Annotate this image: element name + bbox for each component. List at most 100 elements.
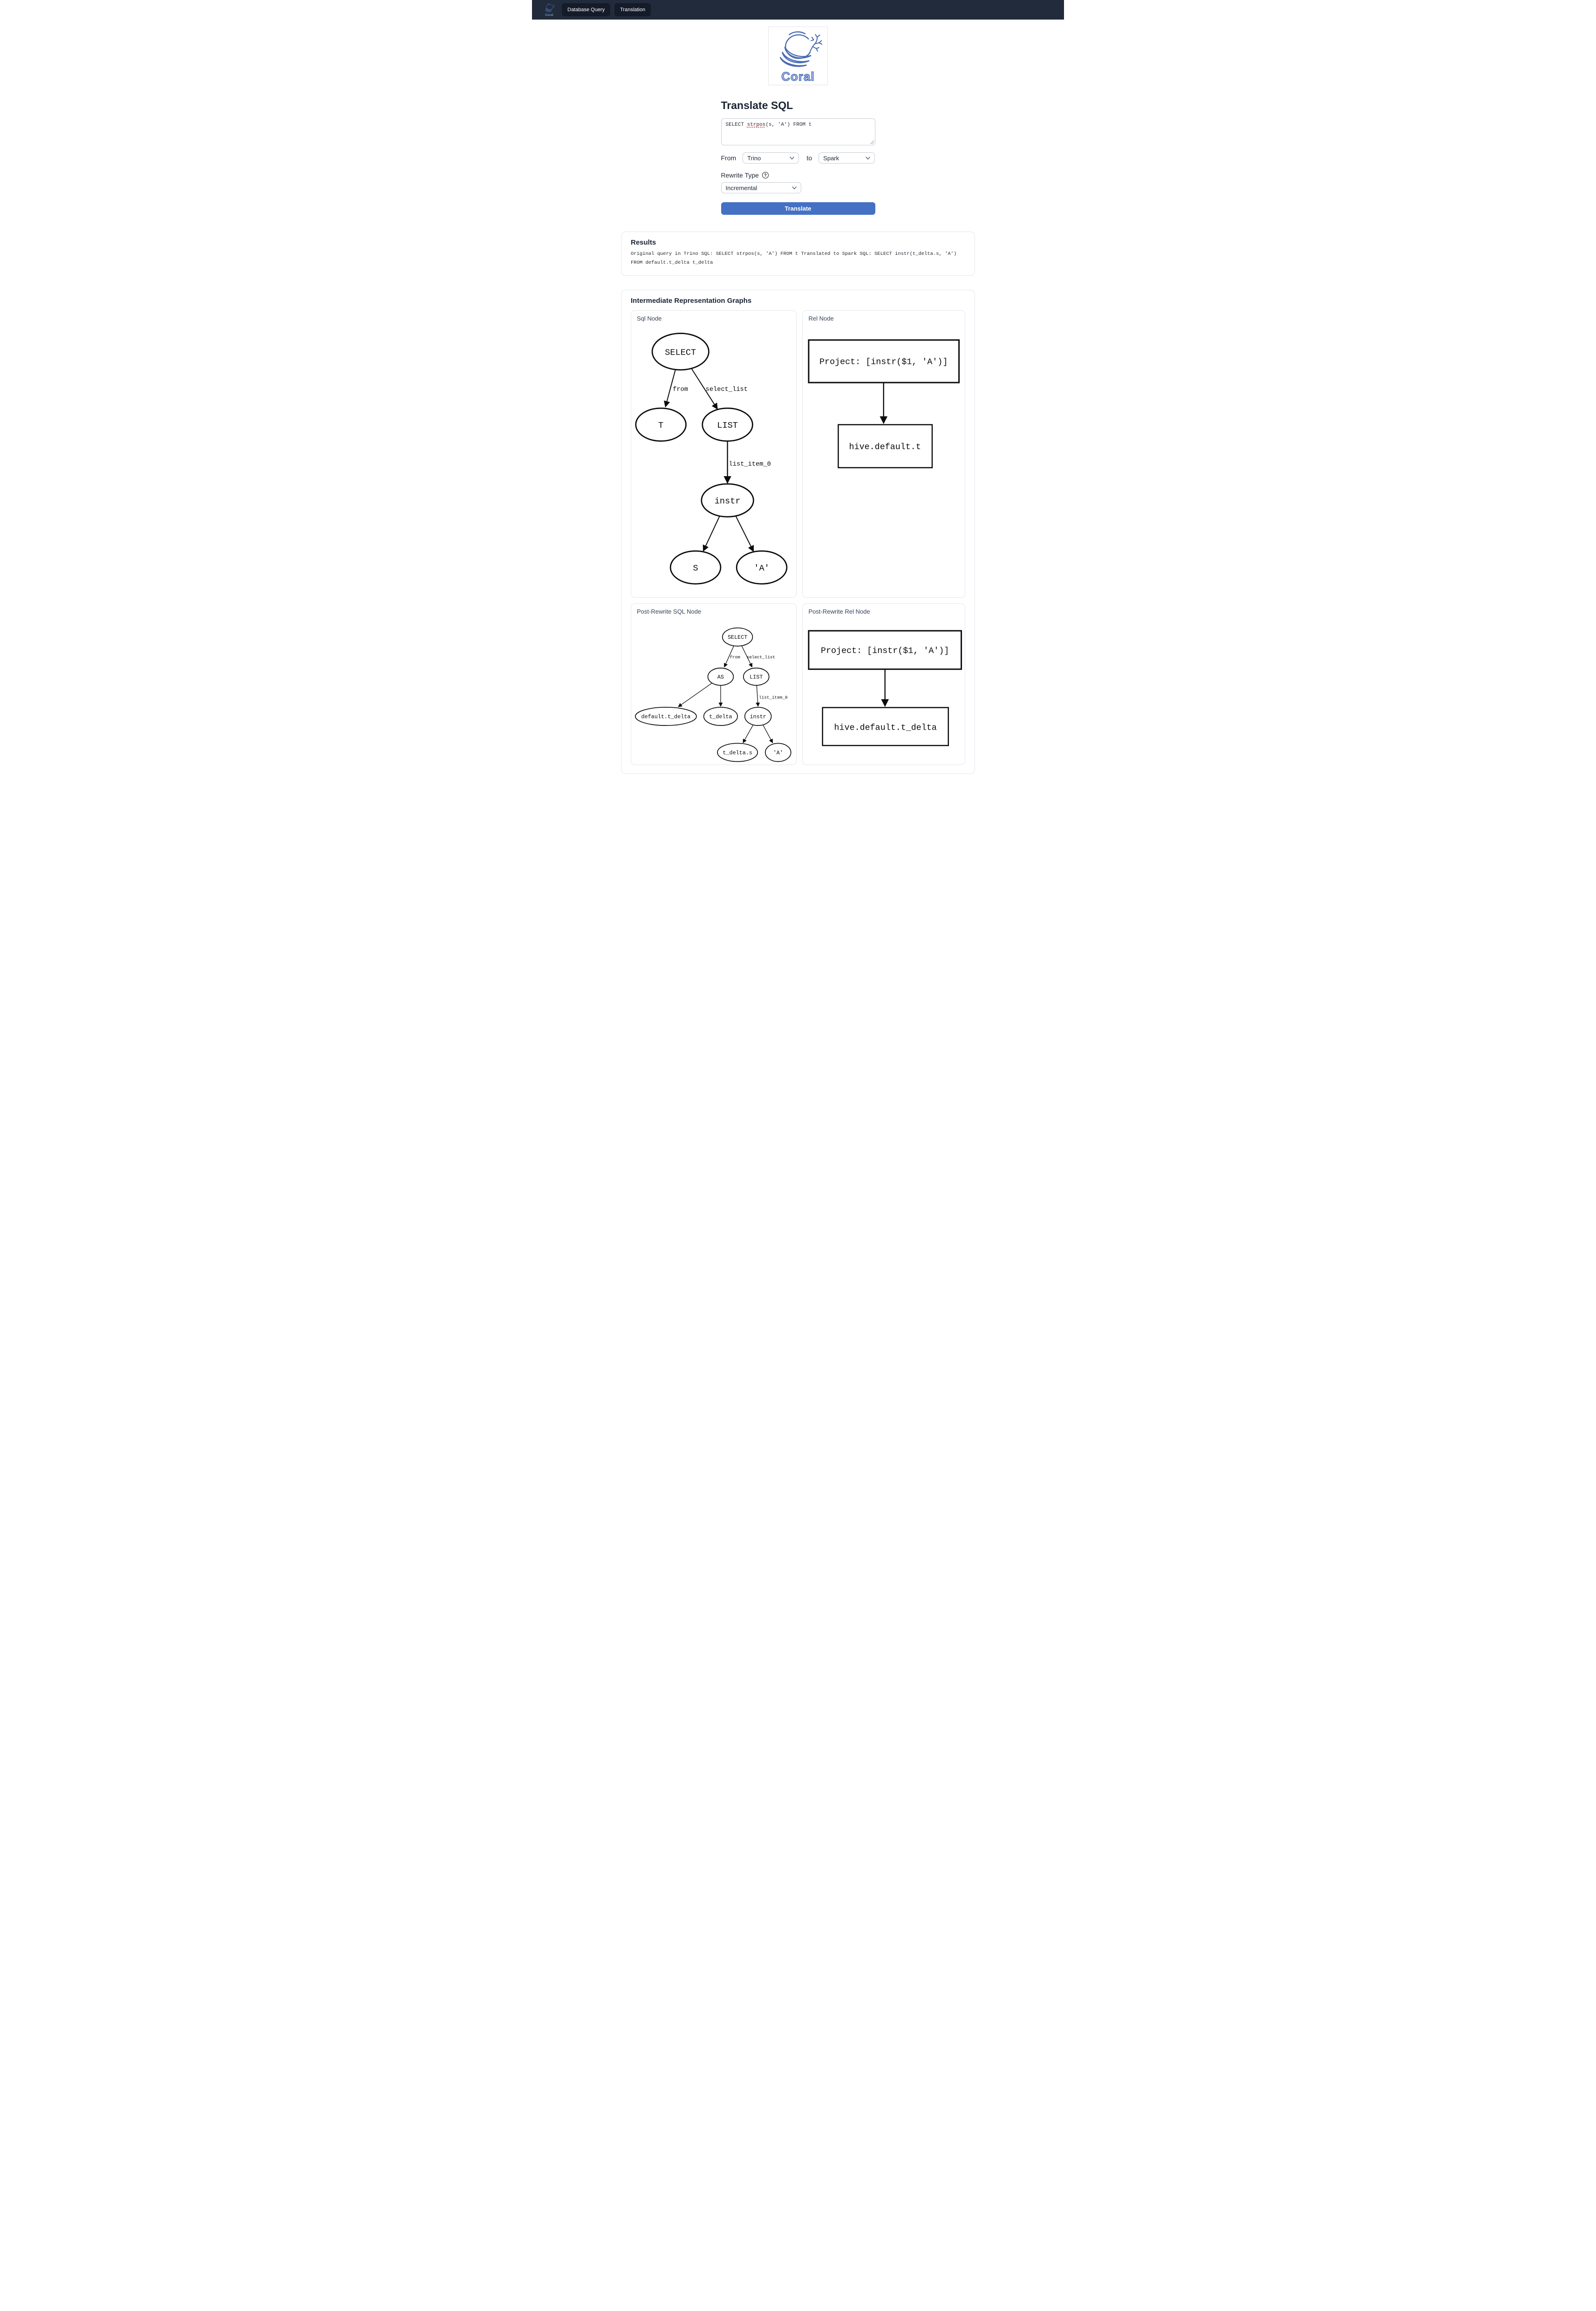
graph-node-label: AS xyxy=(717,674,724,680)
post-rewrite-rel-node-graph: Project: [instr($1, 'A')] hive.default.t… xyxy=(808,630,962,746)
post-rewrite-sql-node-graph: SELECT from select_list AS LIST list_ite… xyxy=(634,627,791,762)
graph-node-s xyxy=(669,550,722,585)
post-rewrite-rel-node-title: Post-Rewrite Rel Node xyxy=(808,608,870,615)
ir-panel-grid: Sql Node SELECT from select_list T xyxy=(631,310,965,765)
graph-edge-label: from xyxy=(730,655,741,660)
from-dialect-select[interactable]: Trino xyxy=(743,152,799,164)
from-dialect-value: Trino xyxy=(747,154,761,162)
graph-node-instr xyxy=(701,483,754,518)
graph-node-list xyxy=(743,667,770,686)
graph-node-label: LIST xyxy=(717,421,738,431)
graph-node-label: hive.default.t_delta xyxy=(834,723,937,732)
graph-edge xyxy=(664,369,676,408)
bottom-spacer xyxy=(532,774,1064,783)
graph-edge-label: list_item_0 xyxy=(729,461,771,468)
coral-logo-icon xyxy=(771,29,825,69)
graph-edge xyxy=(735,515,754,552)
page: Coral Database Query Translation Coral T… xyxy=(532,0,1064,783)
graph-node-table xyxy=(838,424,933,468)
ir-graphs-title: Intermediate Representation Graphs xyxy=(631,296,752,305)
from-label: From xyxy=(721,154,737,162)
graph-edge xyxy=(763,725,773,743)
sql-text-misspelled: strpos xyxy=(747,122,766,128)
chevron-down-icon xyxy=(790,156,795,160)
chevron-down-icon xyxy=(866,156,871,160)
graph-edge xyxy=(678,683,712,707)
rel-node-graph: Project: [instr($1, 'A')] hive.default.t xyxy=(808,339,960,468)
graph-node-label: 'A' xyxy=(773,750,783,756)
graph-edge xyxy=(723,645,734,668)
sql-query-input[interactable]: SELECT strpos(s, 'A') FROM t xyxy=(721,118,875,145)
sql-text: (s, 'A') FROM t xyxy=(765,122,812,128)
graph-node-label: LIST xyxy=(750,674,763,680)
graph-node-a xyxy=(765,743,791,762)
navbar: Coral Database Query Translation xyxy=(532,0,1064,20)
dialect-row: From Trino to Spark xyxy=(721,152,875,164)
resize-handle-icon[interactable] xyxy=(869,140,874,144)
post-rewrite-sql-node-title: Post-Rewrite SQL Node xyxy=(637,608,702,615)
graph-node-label: default.t_delta xyxy=(641,713,691,720)
sql-node-panel-title: Sql Node xyxy=(637,315,662,322)
graph-node-instr xyxy=(744,706,772,726)
coral-logo-icon xyxy=(543,3,555,13)
rewrite-type-row: Rewrite Type ? xyxy=(721,171,875,179)
sql-node-graph: SELECT from select_list T LIST list_item… xyxy=(635,332,788,585)
to-dialect-select[interactable]: Spark xyxy=(818,152,875,164)
graph-node-a xyxy=(736,550,788,585)
results-card: Results Original query in Trino SQL: SEL… xyxy=(621,232,975,276)
coral-logo-image: Coral xyxy=(768,27,828,85)
rel-node-panel: Rel Node Project: [instr($1, 'A')] hive.… xyxy=(802,310,965,598)
rewrite-type-label: Rewrite Type xyxy=(721,171,759,179)
graph-node-label: t_delta.s xyxy=(723,750,752,756)
graph-node-label: SELECT xyxy=(665,348,696,357)
chevron-down-icon xyxy=(791,186,797,190)
results-text: Original query in Trino SQL: SELECT strp… xyxy=(631,251,957,266)
post-rewrite-rel-node-panel: Post-Rewrite Rel Node Project: [instr($1… xyxy=(802,603,965,765)
graph-edge xyxy=(743,725,754,743)
coral-logo-caption: Coral xyxy=(781,69,815,83)
graph-node-label: Project: [instr($1, 'A')] xyxy=(821,646,949,656)
graph-edge-label: select_list xyxy=(747,655,775,660)
translate-form: Translate SQL SELECT strpos(s, 'A') FROM… xyxy=(721,99,875,215)
rewrite-type-value: Incremental xyxy=(725,184,757,191)
graph-node-label: hive.default.t xyxy=(849,442,921,452)
sql-text: SELECT xyxy=(725,122,747,128)
graph-edge-label: select_list xyxy=(706,386,748,393)
graph-node-t-delta xyxy=(703,706,738,726)
graph-node-label: instr xyxy=(750,713,766,720)
rel-node-panel-title: Rel Node xyxy=(808,315,834,322)
graph-node-select xyxy=(722,627,753,647)
graph-node-select xyxy=(651,332,709,371)
post-rewrite-sql-node-panel: Post-Rewrite SQL Node SELECT from select… xyxy=(631,603,797,765)
nav-translation-button[interactable]: Translation xyxy=(614,3,651,16)
graph-edge xyxy=(703,515,720,552)
graph-node-t xyxy=(635,407,687,442)
graph-edge xyxy=(741,645,753,668)
graph-node-default-t-delta xyxy=(634,706,697,726)
logo-section: Coral xyxy=(532,20,1064,85)
help-icon[interactable]: ? xyxy=(762,172,769,178)
sql-node-panel: Sql Node SELECT from select_list T xyxy=(631,310,797,598)
translate-button[interactable]: Translate xyxy=(721,202,875,215)
rewrite-type-select[interactable]: Incremental xyxy=(721,182,801,193)
graph-node-label: instr xyxy=(715,497,741,506)
page-title: Translate SQL xyxy=(721,99,793,111)
nav-database-query-button[interactable]: Database Query xyxy=(562,3,611,16)
navbar-coral-logo[interactable]: Coral xyxy=(543,3,555,17)
graph-edge xyxy=(691,368,718,410)
graph-node-t-delta-s xyxy=(717,743,758,762)
graph-node-label: t_delta xyxy=(709,713,732,720)
graph-node-label: S xyxy=(693,564,698,574)
to-label: to xyxy=(806,154,812,162)
graph-node-label: Project: [instr($1, 'A')] xyxy=(820,357,948,367)
graph-edge xyxy=(756,685,760,707)
graph-node-list xyxy=(702,407,753,442)
results-title: Results xyxy=(631,239,656,246)
graph-node-table xyxy=(822,707,949,746)
graph-node-label: SELECT xyxy=(728,634,747,641)
to-dialect-value: Spark xyxy=(823,154,839,162)
graph-node-label: 'A' xyxy=(754,564,769,574)
navbar-brand-label: Coral xyxy=(545,14,553,17)
graph-node-label: T xyxy=(658,421,663,431)
ir-graphs-card: Intermediate Representation Graphs Sql N… xyxy=(621,289,975,774)
